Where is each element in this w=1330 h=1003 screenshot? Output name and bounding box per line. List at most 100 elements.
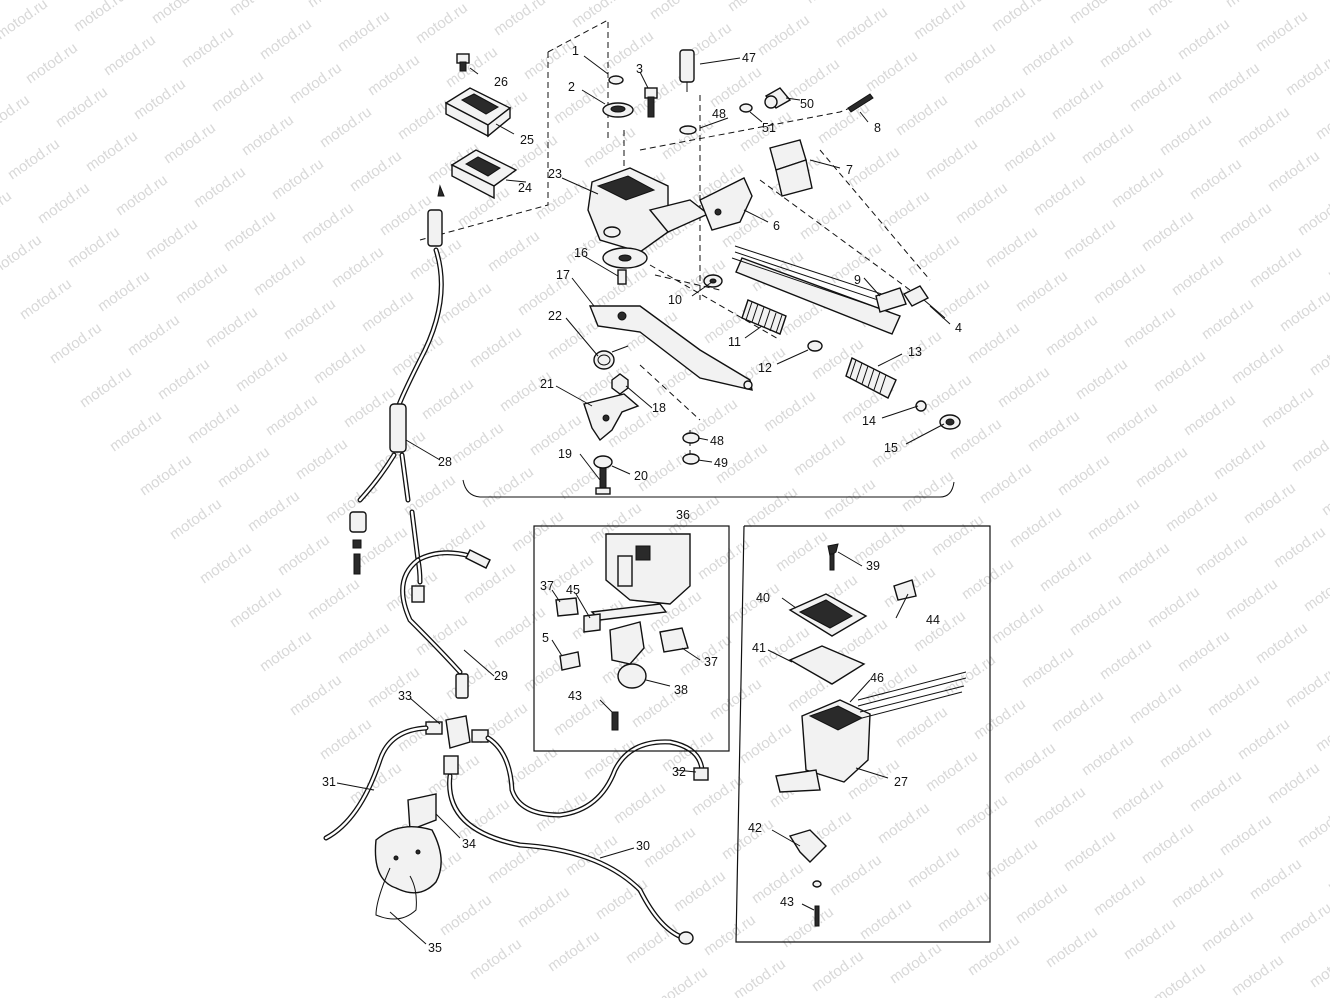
callout-44: 44 <box>926 613 940 627</box>
watermark-text: motod.ru <box>1097 635 1155 683</box>
watermark-text: motod.ru <box>1253 7 1311 55</box>
watermark-text: motod.ru <box>833 3 891 51</box>
callout-43-right: 43 <box>780 895 794 909</box>
callout-40: 40 <box>756 591 770 605</box>
watermark-text: motod.ru <box>971 695 1029 743</box>
watermark-text: motod.ru <box>509 507 567 555</box>
callout-3: 3 <box>636 62 643 76</box>
watermark-text: motod.ru <box>1283 51 1330 99</box>
callout-36: 36 <box>676 508 690 522</box>
watermark-text: motod.ru <box>215 443 273 491</box>
watermark-text: motod.ru <box>287 59 345 107</box>
switch-34 <box>407 793 437 831</box>
watermark-text: motod.ru <box>1037 547 1095 595</box>
callout-5: 5 <box>542 631 549 645</box>
watermark-text: motod.ru <box>905 231 963 279</box>
watermark-text: motod.ru <box>0 47 3 95</box>
watermark-text: motod.ru <box>707 675 765 723</box>
watermark-text: motod.ru <box>803 0 861 7</box>
watermark-text: motod.ru <box>1301 567 1330 615</box>
watermark-text: motod.ru <box>1049 75 1107 123</box>
watermark-text: motod.ru <box>1235 103 1293 151</box>
watermark-text: motod.ru <box>257 627 315 675</box>
watermark-text: motod.ru <box>1109 775 1167 823</box>
watermark-text: motod.ru <box>359 287 417 335</box>
watermark-text: motod.ru <box>161 119 219 167</box>
watermark-text: motod.ru <box>773 527 831 575</box>
watermark-text: motod.ru <box>935 887 993 935</box>
watermark-text: motod.ru <box>1133 443 1191 491</box>
watermark-text: motod.ru <box>1301 0 1330 3</box>
watermark-text: motod.ru <box>797 195 855 243</box>
callout-10: 10 <box>668 293 682 307</box>
brake-line-30 <box>447 773 694 945</box>
watermark-text: motod.ru <box>1307 331 1330 379</box>
callout-1: 1 <box>572 44 579 58</box>
watermark-text: motod.ru <box>1061 215 1119 263</box>
watermark-text: motod.ru <box>893 703 951 751</box>
watermark-text: motod.ru <box>1169 863 1227 911</box>
watermark-text: motod.ru <box>1121 303 1179 351</box>
screw-8 <box>847 93 874 113</box>
watermark-text: motod.ru <box>449 419 507 467</box>
watermark-text: motod.ru <box>1055 451 1113 499</box>
boot-2 <box>602 102 634 118</box>
spacer-20 <box>593 455 613 469</box>
watermark-text: motod.ru <box>257 15 315 63</box>
watermark-text: motod.ru <box>317 103 375 151</box>
nut-48-top <box>679 125 697 135</box>
callout-29: 29 <box>494 669 508 683</box>
watermark-text: motod.ru <box>1265 759 1323 807</box>
watermark-text: motod.ru <box>791 431 849 479</box>
watermark-text: motod.ru <box>1169 251 1227 299</box>
watermark-text: motod.ru <box>989 0 1047 35</box>
watermark-text: motod.ru <box>263 391 321 439</box>
watermark-text: motod.ru <box>995 363 1053 411</box>
watermark-text: motod.ru <box>743 483 801 531</box>
callout-46: 46 <box>870 671 884 685</box>
throttle-spring-11 <box>741 299 787 335</box>
brake-lever-17 <box>588 305 753 391</box>
handlebar <box>731 245 901 335</box>
watermark-text: motod.ru <box>545 927 603 975</box>
watermark-text: motod.ru <box>485 227 543 275</box>
watermark-text: motod.ru <box>107 407 165 455</box>
watermark-text: motod.ru <box>893 91 951 139</box>
watermark-text: motod.ru <box>1139 819 1197 867</box>
watermark-text: motod.ru <box>461 559 519 607</box>
watermark-text: motod.ru <box>1181 391 1239 439</box>
watermark-text: motod.ru <box>113 171 171 219</box>
watermark-text: motod.ru <box>5 135 63 183</box>
kit-bracket-36 <box>462 479 955 498</box>
watermark-text: motod.ru <box>1259 383 1317 431</box>
grip-13 <box>845 357 897 399</box>
callout-35: 35 <box>428 941 442 955</box>
watermark-text: motod.ru <box>1091 871 1149 919</box>
watermark-text: motod.ru <box>875 799 933 847</box>
watermark-text: motod.ru <box>959 555 1017 603</box>
tee-fitting-33 <box>425 715 489 775</box>
callout-42: 42 <box>748 821 762 835</box>
watermark-text: motod.ru <box>143 215 201 263</box>
callout-47: 47 <box>742 51 756 65</box>
watermark-text: motod.ru <box>1319 471 1330 519</box>
watermark-text: motod.ru <box>137 451 195 499</box>
watermark-text: motod.ru <box>1205 671 1263 719</box>
switch-9 <box>875 287 907 313</box>
watermark-text: motod.ru <box>305 575 363 623</box>
callout-37-left: 37 <box>540 579 554 593</box>
watermark-text: motod.ru <box>1223 0 1281 11</box>
callout-48-lower: 48 <box>710 434 724 448</box>
callout-2: 2 <box>568 80 575 94</box>
watermark-text: motod.ru <box>761 387 819 435</box>
watermark-text: motod.ru <box>701 911 759 959</box>
watermark-text: motod.ru <box>941 39 999 87</box>
callout-labels: 1 2 3 47 48 51 50 8 7 6 26 25 24 23 9 4 … <box>322 44 962 955</box>
callout-33: 33 <box>398 689 412 703</box>
callout-19: 19 <box>558 447 572 461</box>
watermark-text: motod.ru <box>845 143 903 191</box>
watermark-text: motod.ru <box>281 295 339 343</box>
watermark-text: motod.ru <box>1013 267 1071 315</box>
